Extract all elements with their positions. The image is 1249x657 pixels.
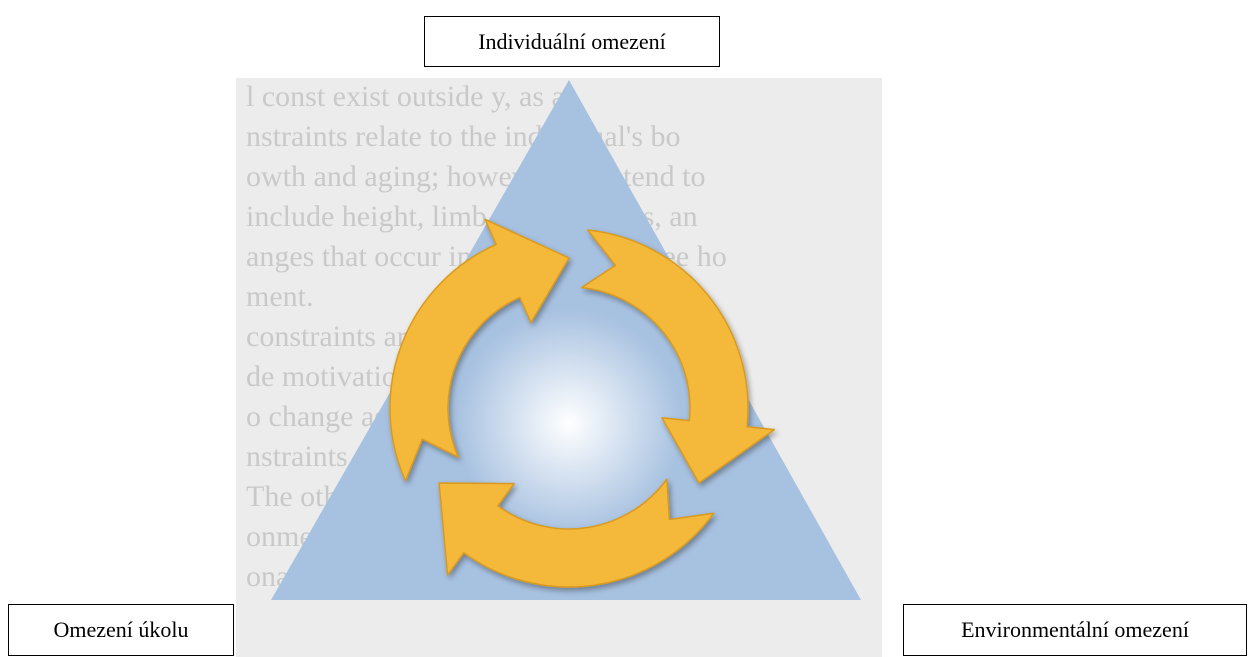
background-text-line: ment. bbox=[246, 280, 314, 313]
constraints-cycle-diagram: l const exist outside y, as a nstraints r… bbox=[236, 78, 882, 657]
environmental-constraints-label: Environmentální omezení bbox=[903, 604, 1247, 656]
background-text-line: owth and aging; however, they tend to bbox=[246, 160, 706, 193]
individual-constraints-label: Individuální omezení bbox=[424, 16, 720, 67]
arrow-to-environmental bbox=[580, 229, 776, 484]
arrow-to-task bbox=[438, 478, 715, 588]
background-text-line: nstraints relate to the individual's bo bbox=[246, 120, 681, 153]
task-constraints-label: Omezení úkolu bbox=[8, 604, 234, 656]
background-text-line: l const exist outside y, as a bbox=[246, 80, 565, 113]
arrow-to-individual bbox=[389, 218, 570, 482]
